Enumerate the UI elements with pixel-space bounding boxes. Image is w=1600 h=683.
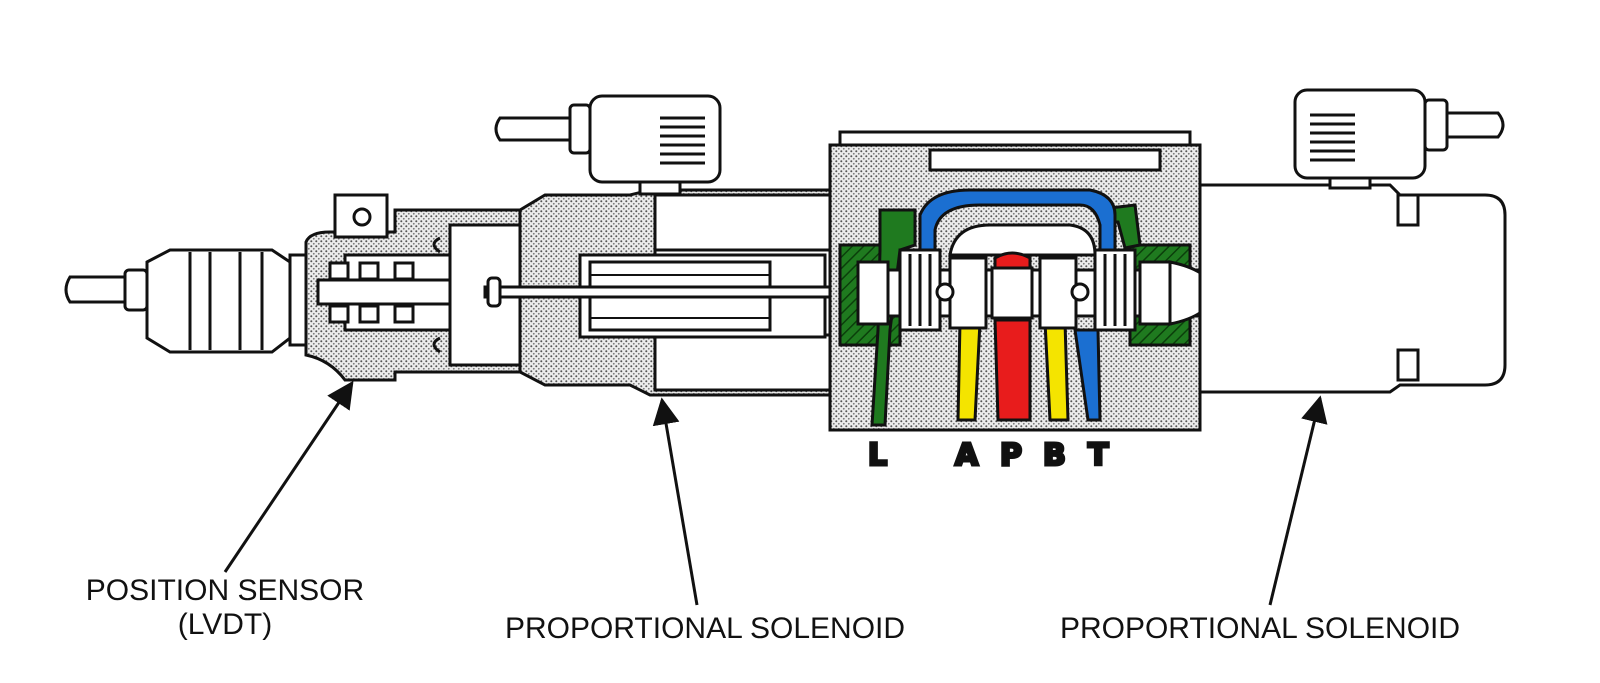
push-rod xyxy=(483,285,862,299)
pressure-channel-p xyxy=(993,318,1032,422)
position-sensor-lvdt xyxy=(64,193,522,382)
sensor-cable xyxy=(64,275,127,304)
connector-plug-left xyxy=(588,94,722,184)
port-label-b: B xyxy=(1043,438,1066,473)
connector-cable-right xyxy=(1445,111,1505,139)
label-position-sensor-line2: (LVDT) xyxy=(177,608,273,641)
port-label-p: P xyxy=(1000,438,1022,473)
valve-body: L A P B T xyxy=(828,130,1217,475)
solenoid-body-right xyxy=(1198,183,1507,394)
right-proportional-solenoid xyxy=(1198,88,1507,394)
label-solenoid-left: PROPORTIONAL SOLENOID xyxy=(504,612,906,645)
port-label-l: L xyxy=(868,438,887,473)
connector-cable-left xyxy=(494,116,572,142)
valve-spool xyxy=(856,248,1217,332)
sensor-nut xyxy=(123,268,149,312)
port-label-a: A xyxy=(955,438,979,473)
label-position-sensor: POSITION SENSOR (LVDT) xyxy=(70,574,380,642)
arrow-position-sensor xyxy=(223,380,354,573)
work-channel-a xyxy=(956,320,982,422)
label-solenoid-right: PROPORTIONAL SOLENOID xyxy=(1059,612,1461,645)
arrow-solenoid-right xyxy=(1268,395,1328,606)
label-position-sensor-line1: POSITION SENSOR xyxy=(85,574,365,607)
port-label-t: T xyxy=(1088,438,1109,473)
sensor-collar xyxy=(288,253,308,347)
left-proportional-solenoid xyxy=(483,94,862,397)
sensor-housing xyxy=(145,248,292,354)
work-channel-b xyxy=(1043,320,1070,422)
tank-channel-t xyxy=(1073,328,1102,422)
arrow-solenoid-left xyxy=(652,397,699,606)
